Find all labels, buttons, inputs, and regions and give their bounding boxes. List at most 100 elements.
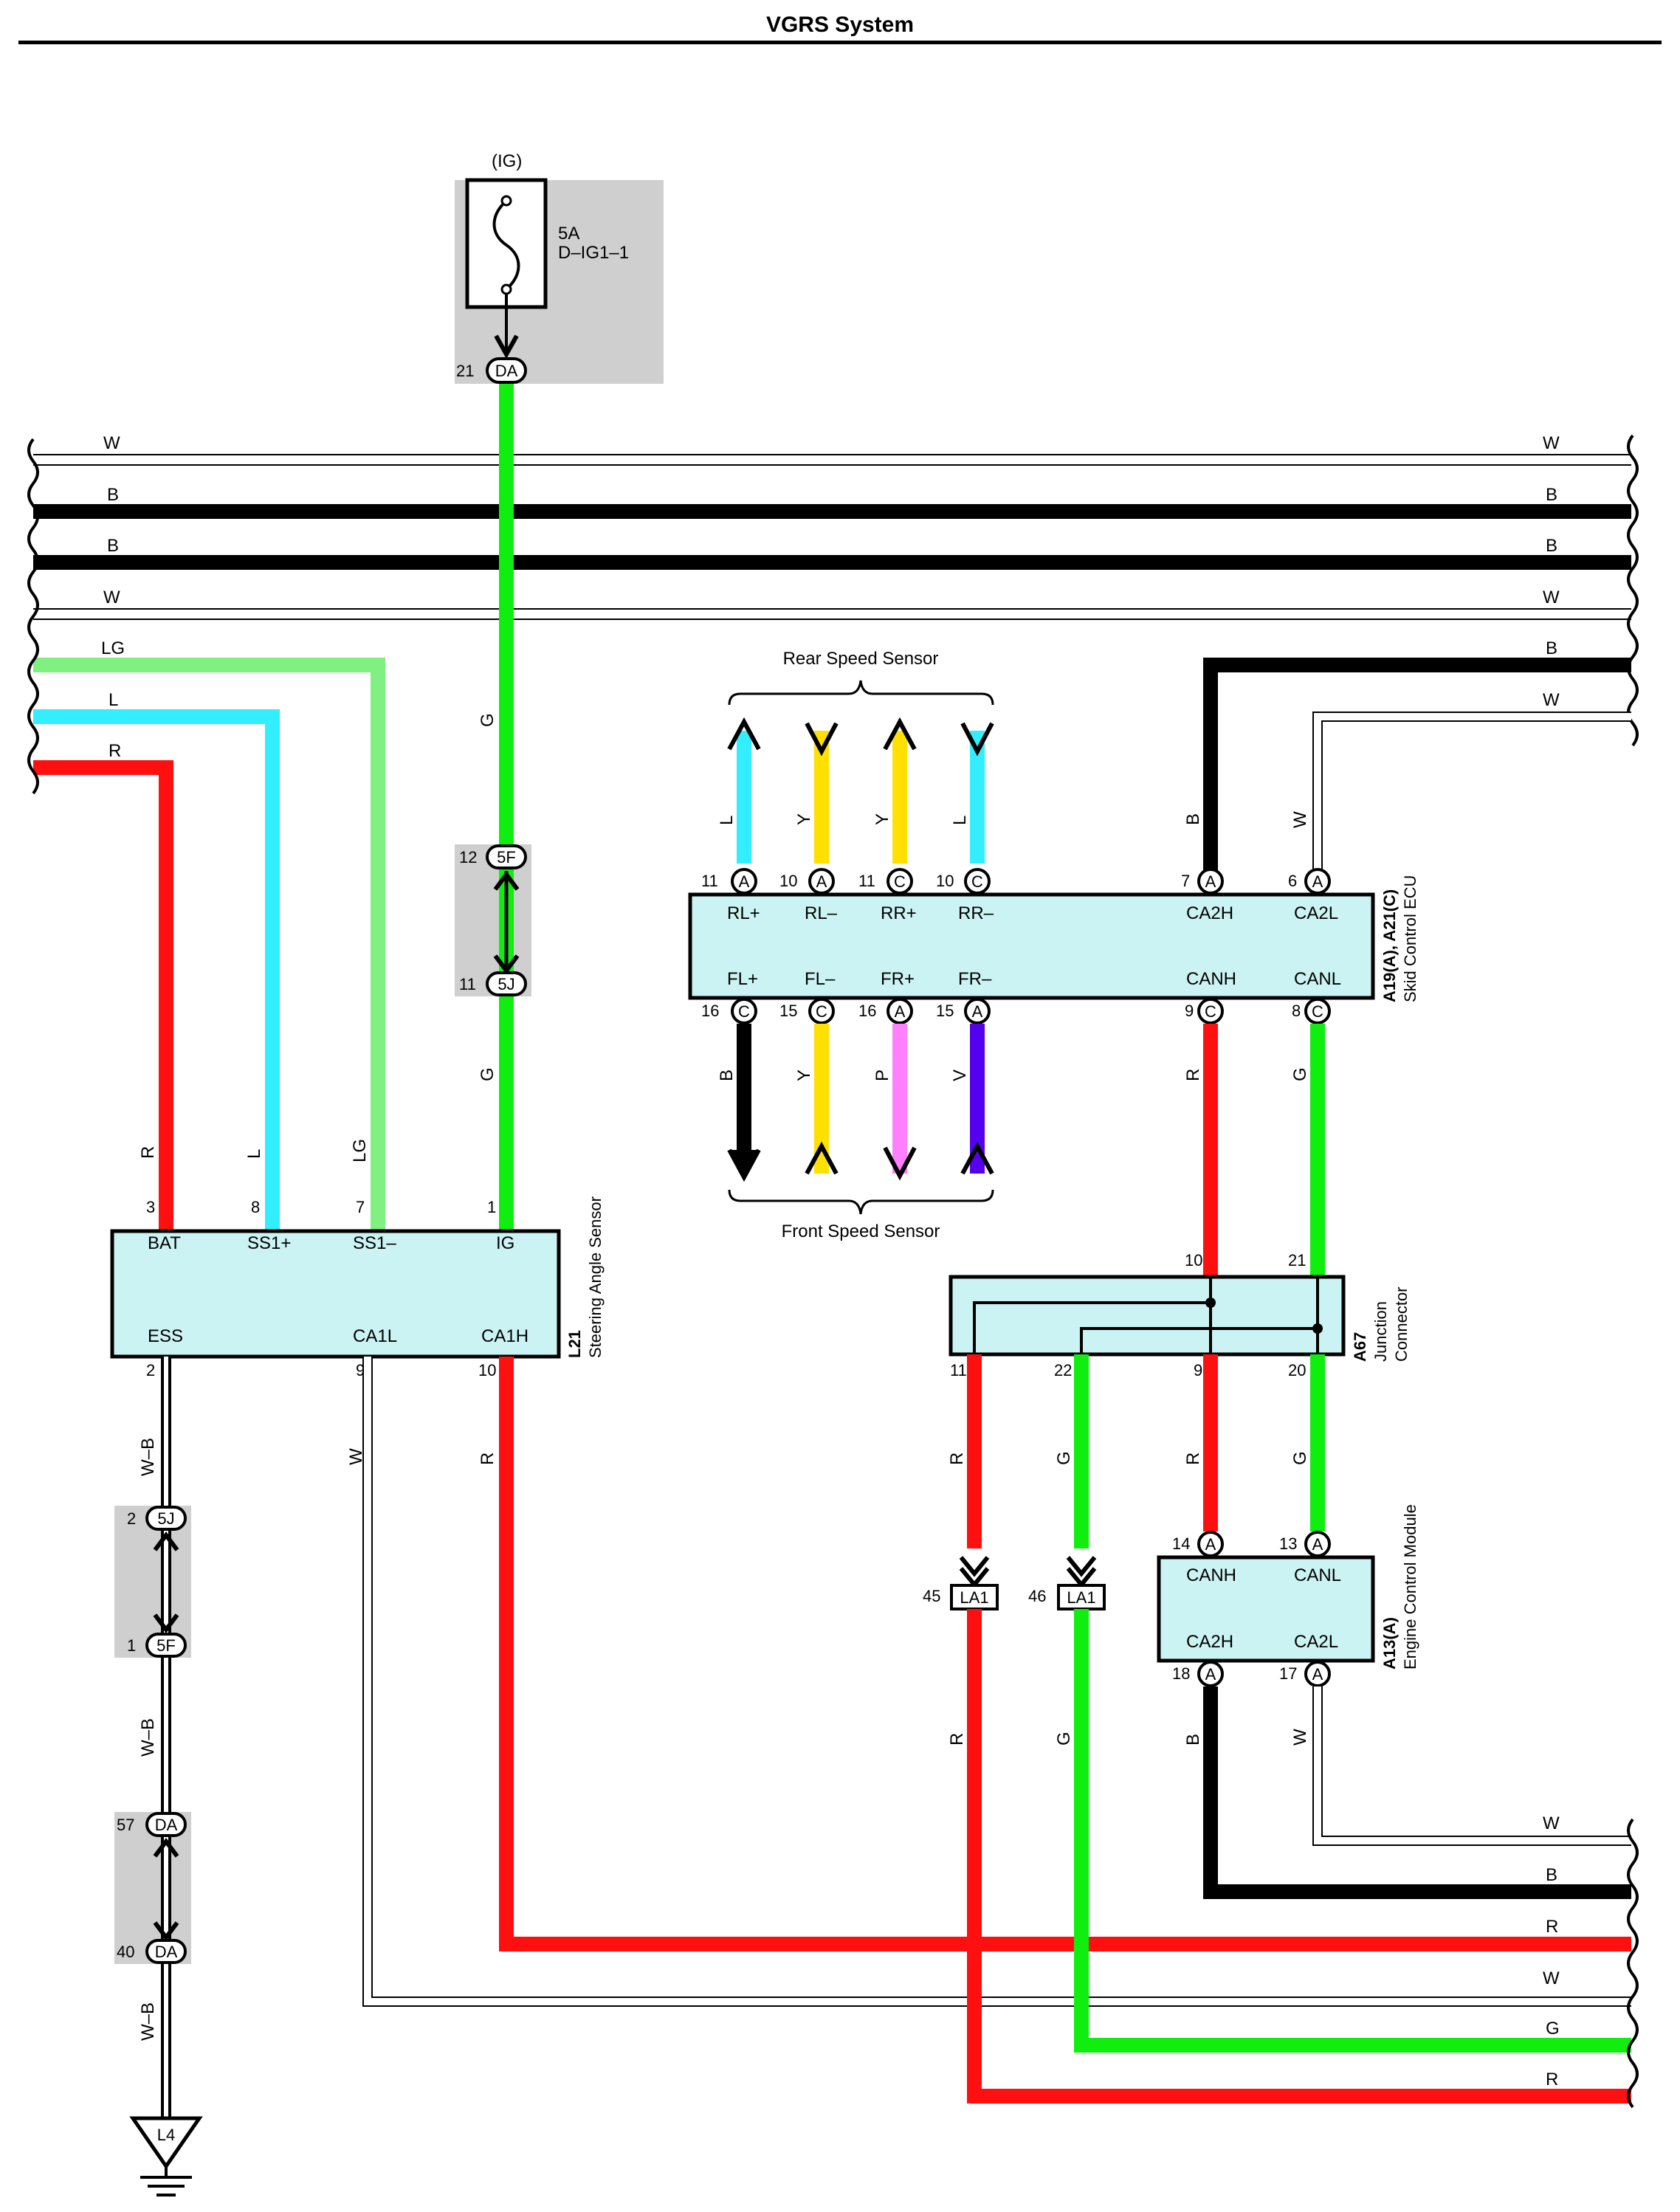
right-top-bus-labels: W B B W B W <box>1543 433 1560 710</box>
svg-text:C: C <box>738 1002 750 1021</box>
right-wire-w2-label: W <box>1543 588 1560 607</box>
w-wire-ecm-bottom <box>1312 1686 1631 1846</box>
fuse-icon <box>492 199 520 291</box>
svg-text:C: C <box>1205 1002 1216 1021</box>
ecm-canl-label: CANL <box>1294 1565 1341 1585</box>
r-vert-label: R <box>138 1146 158 1159</box>
w-ecm-label: W <box>1290 1729 1310 1746</box>
fuse-arrow-icon <box>494 334 519 359</box>
svg-text:11: 11 <box>459 975 476 993</box>
ecm-canh-label: CANH <box>1186 1565 1236 1585</box>
left-wire-w1-label: W <box>103 433 120 453</box>
svg-text:A: A <box>1205 872 1216 891</box>
svg-text:5J: 5J <box>498 975 514 993</box>
svg-text:A: A <box>816 872 827 891</box>
junction-pin-11: 11 <box>950 1361 967 1379</box>
svg-text:RL–: RL– <box>805 903 838 923</box>
svg-text:7: 7 <box>1181 872 1190 890</box>
junction-name-2: Connector <box>1392 1286 1411 1362</box>
splice-da-40: 40 DA <box>117 1939 187 1964</box>
l21-ca1l-label: CA1L <box>353 1326 397 1346</box>
l21-pin-1-num: 1 <box>487 1198 496 1216</box>
title-rule <box>18 41 1662 44</box>
l21-pin-2-num: 2 <box>146 1361 155 1379</box>
fl-minus-wire-label: Y <box>794 1069 814 1081</box>
fuse-name: D–IG1–1 <box>558 243 629 263</box>
svg-text:15: 15 <box>936 1002 954 1020</box>
svg-text:17: 17 <box>1279 1664 1297 1683</box>
svg-text:15: 15 <box>779 1002 797 1020</box>
svg-text:C: C <box>894 872 906 891</box>
g-la1-label: G <box>1054 1732 1074 1746</box>
g-j20-label: G <box>1290 1451 1310 1465</box>
rl-plus-wire-label: L <box>717 816 737 825</box>
rb-wire-w2-label: W <box>1543 1968 1560 1988</box>
ecm-ca2h-label: CA2H <box>1186 1632 1233 1652</box>
g-wire-la1-bottom <box>1074 1609 1631 2053</box>
right-bottom-bus-labels: W B R W G R <box>1543 1813 1560 2089</box>
wb2-label: W–B <box>138 1718 158 1757</box>
svg-text:6: 6 <box>1288 872 1297 890</box>
svg-text:CA2H: CA2H <box>1186 903 1233 923</box>
ecm-name: Engine Control Module <box>1401 1504 1419 1670</box>
svg-text:A: A <box>1312 872 1323 891</box>
b-wire-ca2h-ecu <box>1203 658 1631 882</box>
junction-pin-21: 21 <box>1288 1251 1306 1269</box>
junction-pin-9: 9 <box>1194 1361 1202 1379</box>
junction-pin-10: 10 <box>1185 1251 1202 1269</box>
svg-text:5F: 5F <box>497 848 516 866</box>
rr-plus-wire-label: Y <box>872 813 892 825</box>
r-wire-la1-bottom <box>967 1609 1631 2104</box>
r-la1-label: R <box>947 1733 967 1746</box>
b-ecu-label: B <box>1183 813 1203 825</box>
ecm-id: A13(A) <box>1380 1617 1399 1670</box>
svg-text:RR–: RR– <box>958 903 994 923</box>
ground-l4: L4 <box>129 2116 203 2197</box>
wb3-label: W–B <box>138 2002 158 2041</box>
splice-top-arrow-icon <box>493 871 520 974</box>
l21-ess-label: ESS <box>148 1326 183 1346</box>
svg-text:57: 57 <box>117 1816 134 1834</box>
svg-text:16: 16 <box>701 1002 719 1020</box>
l21-name: Steering Angle Sensor <box>586 1196 605 1358</box>
w-wire-ca2l-ecu <box>1312 712 1631 882</box>
svg-text:13: 13 <box>1279 1534 1297 1553</box>
front-speed-brace <box>728 1189 994 1215</box>
junction-pin-20: 20 <box>1288 1361 1306 1379</box>
l21-ss1p-label: SS1+ <box>247 1233 291 1253</box>
left-wire-lg-label: LG <box>101 638 125 658</box>
svg-text:FR+: FR+ <box>881 969 915 989</box>
r-l21-label: R <box>478 1453 498 1465</box>
g-j22-label: G <box>1054 1451 1074 1465</box>
rl-minus-wire-label: Y <box>794 813 814 825</box>
right-wire-w3-label: W <box>1543 690 1560 710</box>
l21-id: L21 <box>565 1330 584 1358</box>
svg-text:C: C <box>816 1002 827 1021</box>
svg-text:L4: L4 <box>157 2126 175 2144</box>
svg-text:40: 40 <box>117 1943 134 1961</box>
ecu-bottom-connectors: 16 C 15 C 16 A 15 A 9 C 8 C <box>701 998 1331 1024</box>
ecu-pin-labels: RL+ RL– RR+ RR– CA2H CA2L FL+ FL– FR+ FR… <box>727 903 1341 989</box>
l21-pin-3-num: 3 <box>146 1198 155 1216</box>
svg-text:16: 16 <box>858 1002 876 1020</box>
fl-plus-wire-label: B <box>717 1069 737 1081</box>
junction-node-1 <box>1205 1298 1216 1308</box>
svg-text:LA1: LA1 <box>960 1588 988 1607</box>
right-wire-b2-label: B <box>1546 536 1557 556</box>
r-j9-label: R <box>1183 1453 1203 1465</box>
svg-text:A: A <box>895 1002 906 1021</box>
svg-text:FL–: FL– <box>805 969 836 989</box>
svg-text:2: 2 <box>127 1509 136 1528</box>
fr-minus-wire-label: V <box>950 1069 970 1081</box>
svg-text:11: 11 <box>858 872 875 890</box>
la1-connector-45: 45 LA1 <box>923 1584 999 1610</box>
left-bus-wires <box>33 454 1631 1231</box>
rb-wire-r2-label: R <box>1546 2070 1558 2089</box>
l21-pin-7-num: 7 <box>356 1198 365 1216</box>
svg-text:8: 8 <box>1292 1002 1301 1020</box>
junction-internal-lines <box>973 1277 1319 1354</box>
svg-text:18: 18 <box>1172 1664 1190 1683</box>
l21-pin-10-num: 10 <box>478 1361 496 1379</box>
svg-text:DA: DA <box>155 1816 178 1834</box>
